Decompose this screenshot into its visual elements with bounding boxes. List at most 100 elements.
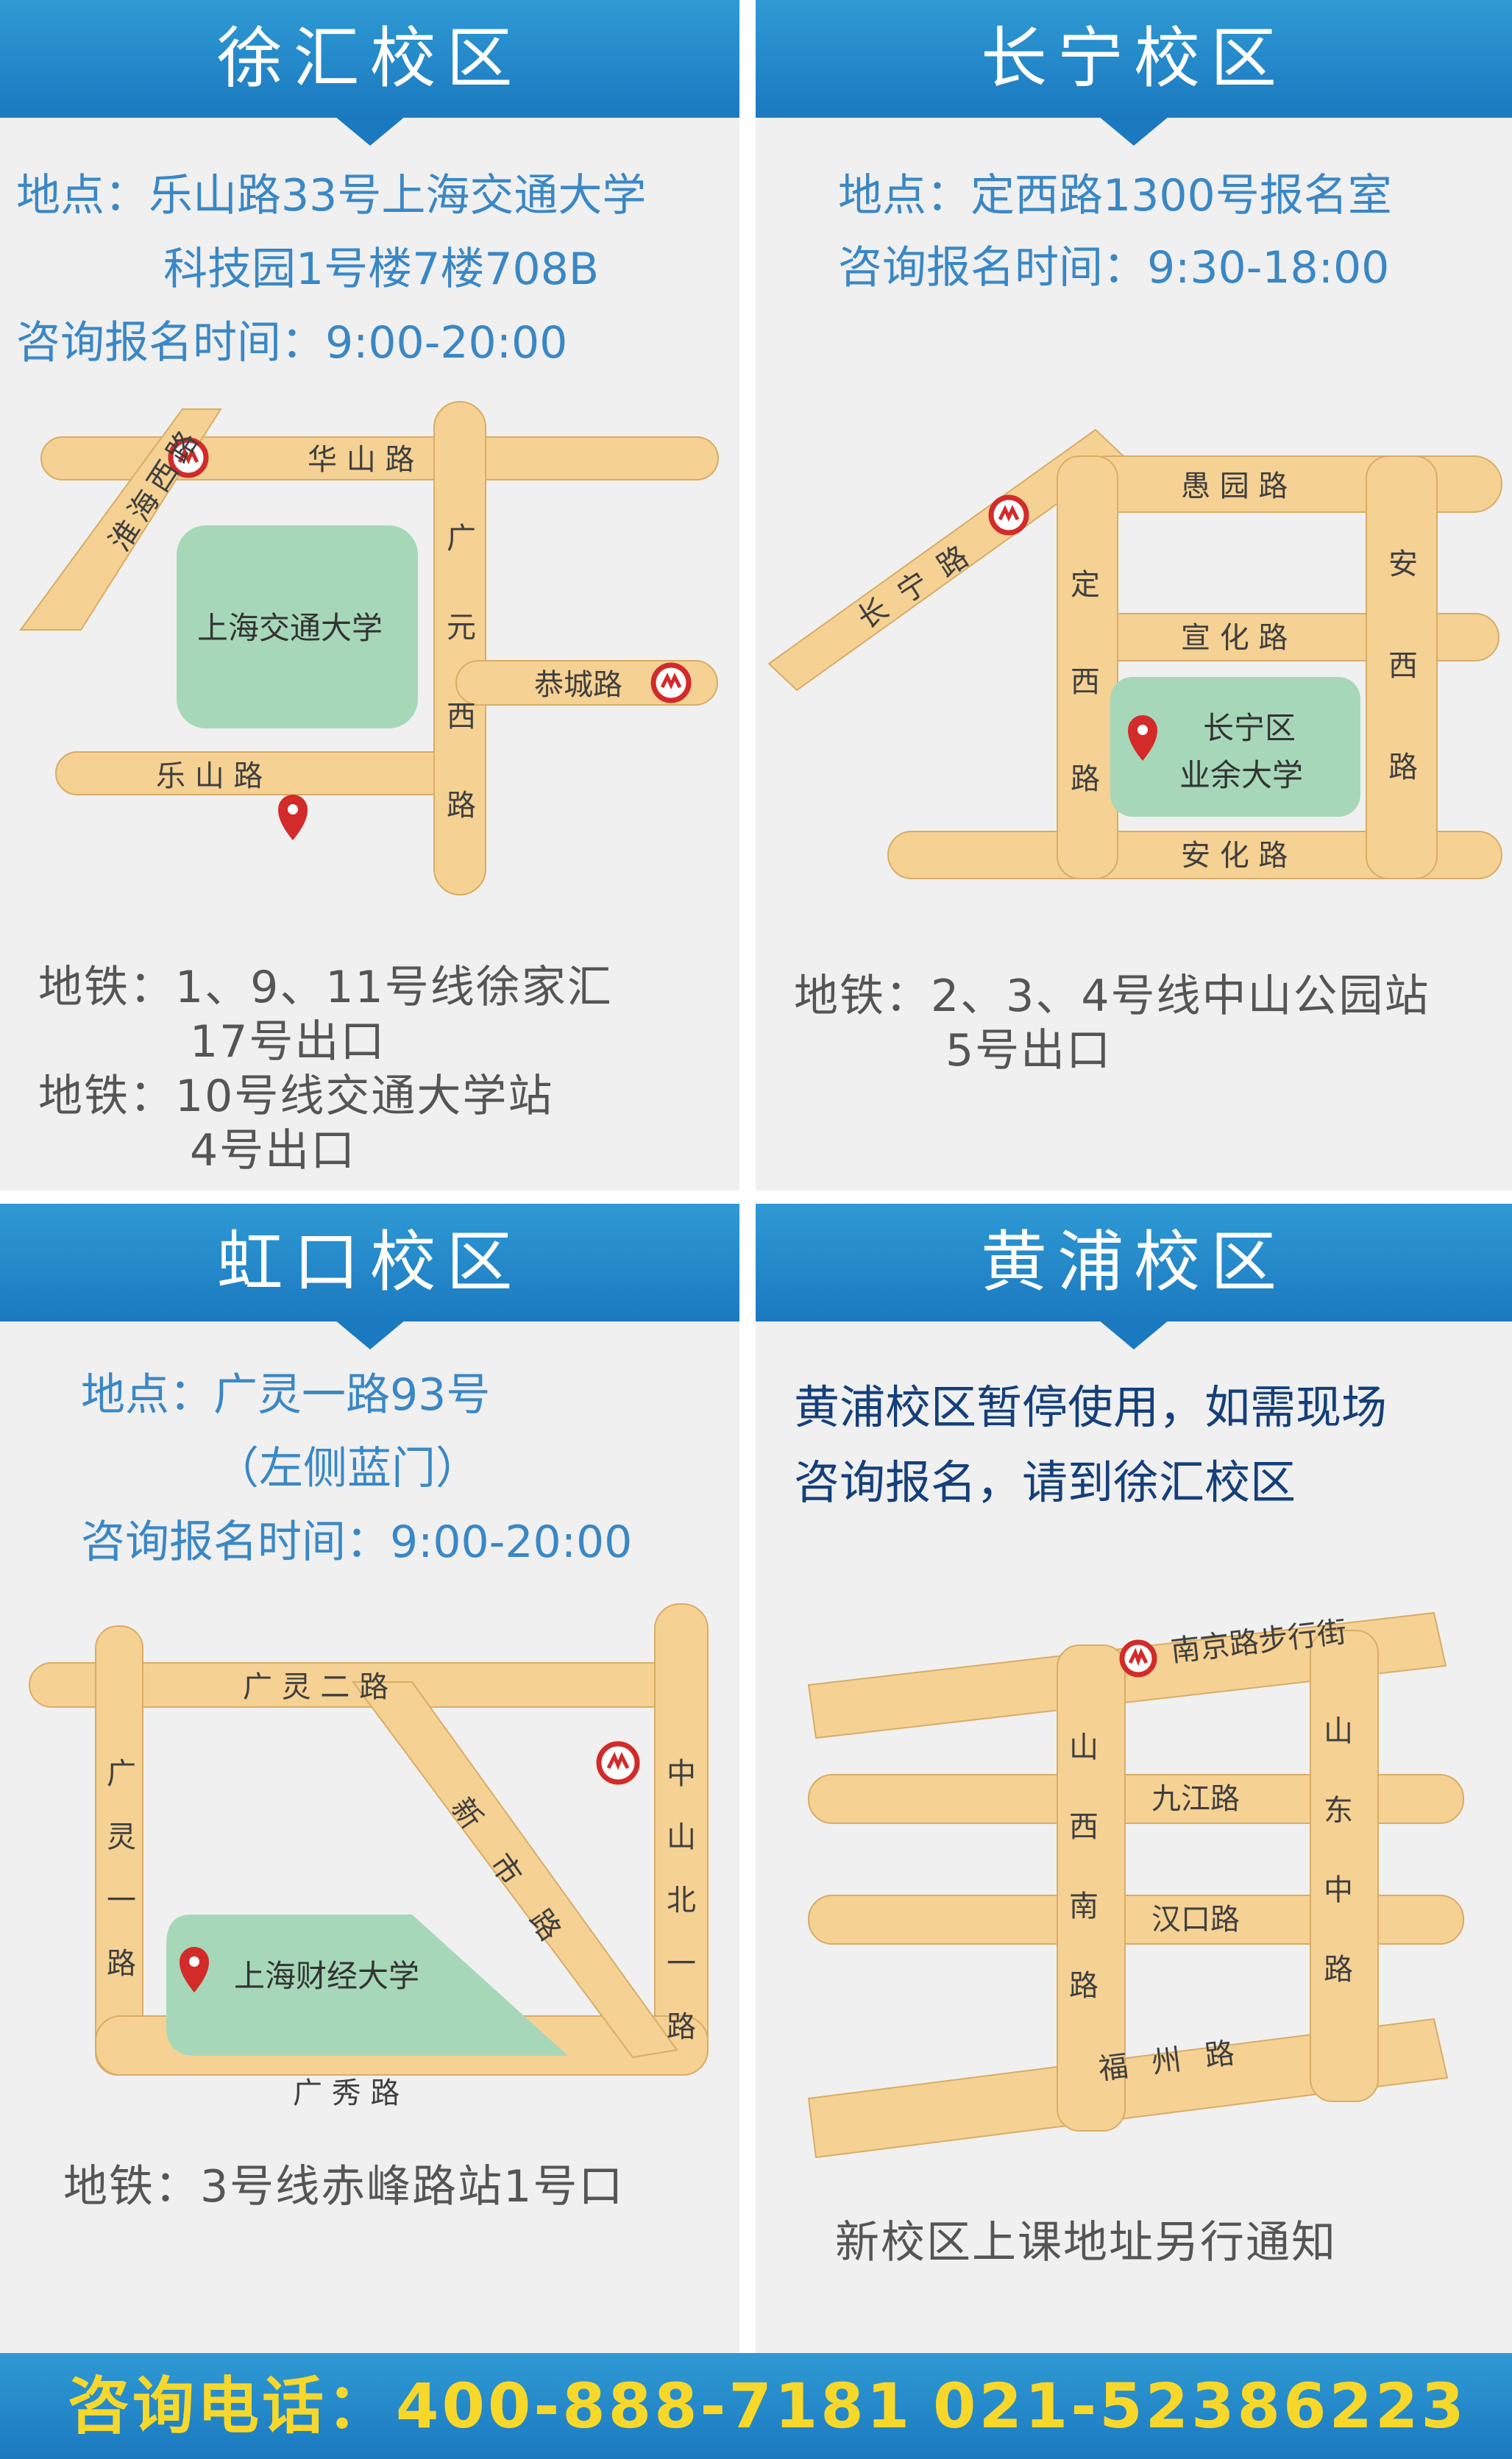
road-label-anxi-2: 路 <box>1388 751 1418 784</box>
road-hankou <box>808 1895 1464 1945</box>
panel-hongkou: 虹口校区 地点：广灵一路93号 （左侧蓝门） 咨询报名时间：9:00-20:00… <box>0 1204 739 2353</box>
building-label: 上海财经大学 <box>234 1958 419 1994</box>
header-changning: 长宁校区 <box>756 0 1512 146</box>
panel-changning: 长宁校区 地点：定西路1300号报名室 咨询报名时间：9:30-18:00 长 … <box>756 0 1512 1191</box>
road-dingxi <box>1057 455 1118 879</box>
building-label-2: 业余大学 <box>1179 757 1303 793</box>
road-label-dingxi-0: 定 <box>1071 568 1100 602</box>
address-line-2: （左侧蓝门） <box>215 1443 480 1494</box>
road-label-guangyuan-2: 西 <box>447 700 476 734</box>
header-huangpu: 黄浦校区 <box>756 1204 1512 1349</box>
road-label-guangyuan-3: 路 <box>447 789 476 823</box>
map-hongkou: 广 灵 二 路 广 灵 一 路 新 市 路 中 山 北 一 路 广 秀 路 上海… <box>29 1603 709 2110</box>
road-label-anhua: 安 化 路 <box>1181 839 1288 873</box>
road-label-shandong-3: 路 <box>1324 1953 1353 1987</box>
contact-label: 咨询电话： <box>68 2370 392 2442</box>
road-label-guangling1-0: 广 <box>107 1757 136 1791</box>
road-label-zhongshan-2: 北 <box>667 1884 696 1917</box>
map-xuhui: 华 山 路 淮海西路 广 元 西 路 恭城路 乐 山 路 上海交通大学 <box>19 401 719 895</box>
road-label-hankou: 汉口路 <box>1151 1903 1240 1937</box>
road-label-shanxi-0: 山 <box>1069 1731 1098 1764</box>
road-label-dingxi-1: 西 <box>1071 665 1100 699</box>
road-label-jiujiang: 九江路 <box>1151 1782 1240 1816</box>
road-shandong <box>1310 1630 1379 2102</box>
road-label-shandong-2: 中 <box>1324 1873 1353 1907</box>
hours: 咨询报名时间：9:00-20:00 <box>81 1516 633 1568</box>
address-line-2: 科技园1号楼7楼708B <box>163 244 600 295</box>
metro-line-1: 地铁：1、9、11号线徐家汇 <box>38 962 613 1013</box>
title-xuhui: 徐汇校区 <box>216 20 523 97</box>
header-xuhui: 徐汇校区 <box>0 0 739 146</box>
road-label-shandong-0: 山 <box>1324 1714 1353 1748</box>
metro-line-1: 地铁：2、3、4号线中山公园站 <box>794 971 1430 1022</box>
building-label: 上海交通大学 <box>197 610 383 646</box>
road-label-anxi-0: 安 <box>1388 547 1418 581</box>
metro-line-1-exit: 17号出口 <box>190 1016 386 1068</box>
building-sjtu <box>177 525 418 728</box>
road-label-huashan: 华 山 路 <box>308 443 414 477</box>
location-pin-icon <box>180 1947 209 1993</box>
metro-icon <box>596 1741 640 1785</box>
building-label-1: 长宁区 <box>1203 710 1296 746</box>
new-campus-note: 新校区上课地址另行通知 <box>835 2217 1337 2268</box>
metro-line-1-exit: 5号出口 <box>945 1025 1112 1076</box>
road-label-zhongshan-3: 一 <box>667 1947 696 1981</box>
road-label-shanxi-3: 路 <box>1069 1969 1098 2003</box>
metro-line-1: 地铁：3号线赤峰路站1号口 <box>63 2161 625 2213</box>
map-changning: 长 宁 路 愚 园 路 宣 化 路 安 化 路 定 西 路 安 西 路 长宁区 … <box>767 428 1502 879</box>
metro-line-2: 地铁：10号线交通大学站 <box>38 1071 554 1122</box>
road-label-zhongshan-1: 山 <box>667 1820 696 1854</box>
location-pin-icon <box>1128 715 1157 761</box>
road-label-guangxiu: 广 秀 路 <box>293 2076 400 2110</box>
panel-xuhui: 徐汇校区 地点：乐山路33号上海交通大学 科技园1号楼7楼708B 咨询报名时间… <box>0 0 739 1191</box>
road-label-guangling1-1: 灵 <box>107 1820 136 1854</box>
metro-icon <box>168 437 209 478</box>
road-label-shandong-1: 东 <box>1324 1794 1353 1828</box>
notice-line-2: 咨询报名，请到徐汇校区 <box>794 1455 1296 1509</box>
road-gongcheng <box>455 660 718 706</box>
road-label-zhongshan-0: 中 <box>667 1757 696 1791</box>
road-label-guangyuan-0: 广 <box>447 522 476 556</box>
road-nanjing <box>807 1611 1447 1739</box>
road-guangyuan <box>433 401 486 895</box>
road-label-yuyuan: 愚 园 路 <box>1181 469 1288 503</box>
notice-line-1: 黄浦校区暂停使用，如需现场 <box>794 1380 1388 1434</box>
panel-huangpu: 黄浦校区 黄浦校区暂停使用，如需现场 咨询报名，请到徐汇校区 南京路步行街 九江… <box>756 1204 1512 2353</box>
road-anhua <box>887 831 1502 879</box>
building-changning <box>1110 677 1360 817</box>
road-jiujiang <box>808 1774 1464 1824</box>
road-fuzhou <box>807 2018 1449 2159</box>
road-label-gongcheng: 恭城路 <box>534 668 622 702</box>
road-label-guangling2: 广 灵 二 路 <box>243 1670 388 1704</box>
road-shanxi <box>1057 1644 1126 2132</box>
metro-icon <box>1119 1639 1157 1678</box>
road-label-guangling1-2: 一 <box>107 1884 136 1917</box>
road-label-anxi-1: 西 <box>1388 649 1418 683</box>
footer-contact: 咨询电话： 400-888-7181 021-52386223 <box>0 2353 1512 2459</box>
road-label-xuanhua: 宣 化 路 <box>1181 621 1288 655</box>
road-label-zhongshan-4: 路 <box>667 2010 696 2044</box>
road-label-shanxi-1: 西 <box>1069 1810 1098 1844</box>
road-xinshi <box>352 1681 678 2059</box>
address-line-1: 地点：广灵一路93号 <box>81 1369 491 1421</box>
hours: 咨询报名时间：9:00-20:00 <box>16 317 568 369</box>
road-yuyuan <box>1079 455 1502 513</box>
map-huangpu: 南京路步行街 九江路 汉口路 福 州 路 山 西 南 路 山 东 中 路 <box>807 1611 1464 2159</box>
building-sufe <box>166 1915 568 2056</box>
phone-number-2[interactable]: 021-52386223 <box>933 2370 1467 2442</box>
location-pin-icon <box>278 795 308 840</box>
phone-number-1[interactable]: 400-888-7181 <box>396 2370 913 2442</box>
header-hongkou: 虹口校区 <box>0 1204 739 1349</box>
title-changning: 长宁校区 <box>981 20 1287 97</box>
road-label-guangyuan-1: 元 <box>447 611 476 645</box>
road-label-changning: 长 宁 路 <box>851 537 978 636</box>
road-label-guangling1-3: 路 <box>107 1947 136 1981</box>
title-hongkou: 虹口校区 <box>216 1224 523 1301</box>
road-label-dingxi-2: 路 <box>1071 762 1100 796</box>
address-line-1: 地点：定西路1300号报名室 <box>838 170 1392 221</box>
road-label-shanxi-2: 南 <box>1069 1890 1098 1923</box>
metro-icon <box>650 662 692 703</box>
metro-icon <box>988 494 1029 536</box>
title-huangpu: 黄浦校区 <box>981 1224 1287 1301</box>
address-line-1: 地点：乐山路33号上海交通大学 <box>16 170 647 221</box>
